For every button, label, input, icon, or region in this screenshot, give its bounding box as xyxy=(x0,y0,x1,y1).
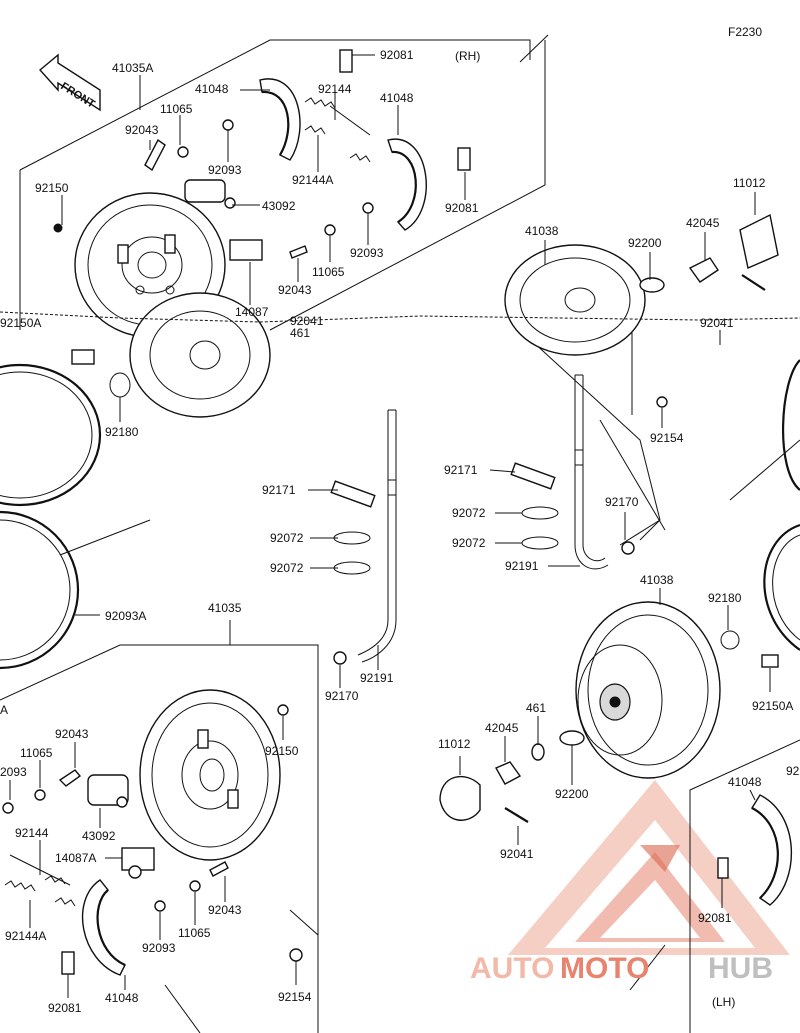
part-label: 43092 xyxy=(82,829,116,843)
part-label: 92093 xyxy=(142,941,176,955)
part-label: 11065 xyxy=(160,102,193,116)
brake-hose-right xyxy=(510,374,661,570)
part-label: 92144A xyxy=(5,929,46,943)
rh-return-spring xyxy=(304,97,371,163)
part-label: 92081 xyxy=(445,201,479,215)
part-label: 92144 xyxy=(318,82,352,96)
rh-brake-drum-behind xyxy=(129,292,271,418)
part-label: 14087A xyxy=(55,851,96,865)
part-label: 41035A xyxy=(112,61,153,75)
front-arrow-icon: FRONT xyxy=(38,53,101,112)
part-label: 92171 xyxy=(444,463,478,477)
lh-brake-shoe xyxy=(61,879,126,976)
part-label: 92043 xyxy=(125,123,159,137)
oil-seal-rings xyxy=(0,349,151,670)
cut-line xyxy=(0,311,800,323)
part-label: 92 xyxy=(786,764,800,778)
part-label: 11065 xyxy=(20,746,53,760)
part-label: 92150 xyxy=(265,744,299,758)
watermark-part1: AUTO xyxy=(470,952,554,985)
part-label: 41048 xyxy=(380,91,414,105)
rh-backplate-frame xyxy=(19,34,549,331)
part-label: 461 xyxy=(290,326,310,340)
lh-backplate-frame xyxy=(0,620,319,1033)
lh-drum-hub-parts xyxy=(439,730,585,823)
part-label: 41038 xyxy=(640,573,674,587)
part-label: 11012 xyxy=(733,176,766,190)
part-label: 41048 xyxy=(105,991,139,1005)
part-label: 92093A xyxy=(105,609,146,623)
lh-wheel-cylinder xyxy=(2,769,129,814)
part-label: 41048 xyxy=(728,775,762,789)
watermark-part3: HUB xyxy=(708,952,773,985)
part-label: A xyxy=(0,703,8,717)
rh-brake-drum xyxy=(504,213,779,408)
part-label: 92191 xyxy=(505,559,539,573)
brake-hose-left xyxy=(330,409,397,665)
part-label: 92154 xyxy=(650,431,684,445)
part-label: 42045 xyxy=(485,721,519,735)
part-label: 41038 xyxy=(525,224,559,238)
side-label-lh: (LH) xyxy=(712,995,735,1009)
part-label: 92093 xyxy=(208,163,242,177)
lh-brake-drum xyxy=(575,601,779,779)
part-label: 461 xyxy=(526,701,546,715)
part-label: 92144A xyxy=(292,173,333,187)
rh-pins-and-washers xyxy=(53,49,471,261)
rh-wheel-cylinder xyxy=(184,179,260,209)
part-label: 92144 xyxy=(15,826,49,840)
part-label: 92171 xyxy=(262,483,296,497)
part-label: 92072 xyxy=(452,536,486,550)
watermark-text: AUTO MOTO HUB xyxy=(470,952,773,985)
part-label: 92043 xyxy=(208,903,242,917)
part-label: 42045 xyxy=(686,216,720,230)
part-label: 92170 xyxy=(325,689,359,703)
watermark-logo xyxy=(508,780,790,955)
watermark-part2: MOTO xyxy=(560,952,649,985)
part-label: 2093 xyxy=(0,765,27,779)
lh-shoe-frame xyxy=(629,739,800,1033)
part-label: 92150 xyxy=(35,181,69,195)
rh-brake-shoe-upper xyxy=(259,78,301,161)
lh-seal-ring-right xyxy=(763,523,800,651)
part-label: 11012 xyxy=(438,737,471,751)
part-label: 92043 xyxy=(278,283,312,297)
part-label: 92072 xyxy=(270,531,304,545)
part-label: 41048 xyxy=(195,82,229,96)
part-label: 92081 xyxy=(48,1001,82,1015)
lh-backing-plate xyxy=(139,689,281,861)
part-label: 11065 xyxy=(178,926,211,940)
side-label-rh: (RH) xyxy=(455,49,480,63)
lh-shoe-right xyxy=(717,794,793,906)
rh-drum-frame xyxy=(519,329,800,541)
part-label: 92072 xyxy=(270,561,304,575)
part-label: 92081 xyxy=(698,911,732,925)
part-label: 41035 xyxy=(208,601,242,615)
part-label: 92093 xyxy=(350,246,384,260)
part-label: 11065 xyxy=(312,265,345,279)
rh-brake-shoe-lower xyxy=(387,138,427,231)
part-label: 43092 xyxy=(262,199,296,213)
part-label: 92180 xyxy=(708,591,742,605)
part-label: 92200 xyxy=(555,787,589,801)
part-label: 92041 xyxy=(290,314,324,328)
part-label: 92081 xyxy=(380,48,414,62)
figure-code: F2230 xyxy=(728,25,762,39)
part-labels: 41035A 41048 92081 92144 41048 11065 920… xyxy=(0,48,800,1015)
part-label: 92200 xyxy=(628,236,662,250)
part-label: 92041 xyxy=(700,316,734,330)
part-label: 92041 xyxy=(500,847,534,861)
part-label: 92154 xyxy=(278,990,312,1004)
part-label: 92191 xyxy=(360,671,394,685)
leader-lines xyxy=(9,54,771,998)
part-label: 92170 xyxy=(605,495,639,509)
part-label: 92150A xyxy=(0,316,41,330)
part-label: 92072 xyxy=(452,506,486,520)
part-label: 92150A xyxy=(752,699,793,713)
rh-drum-partial-right xyxy=(781,359,800,491)
part-label: 92180 xyxy=(105,425,139,439)
part-label: 92043 xyxy=(55,727,89,741)
part-label: 14087 xyxy=(235,305,269,319)
